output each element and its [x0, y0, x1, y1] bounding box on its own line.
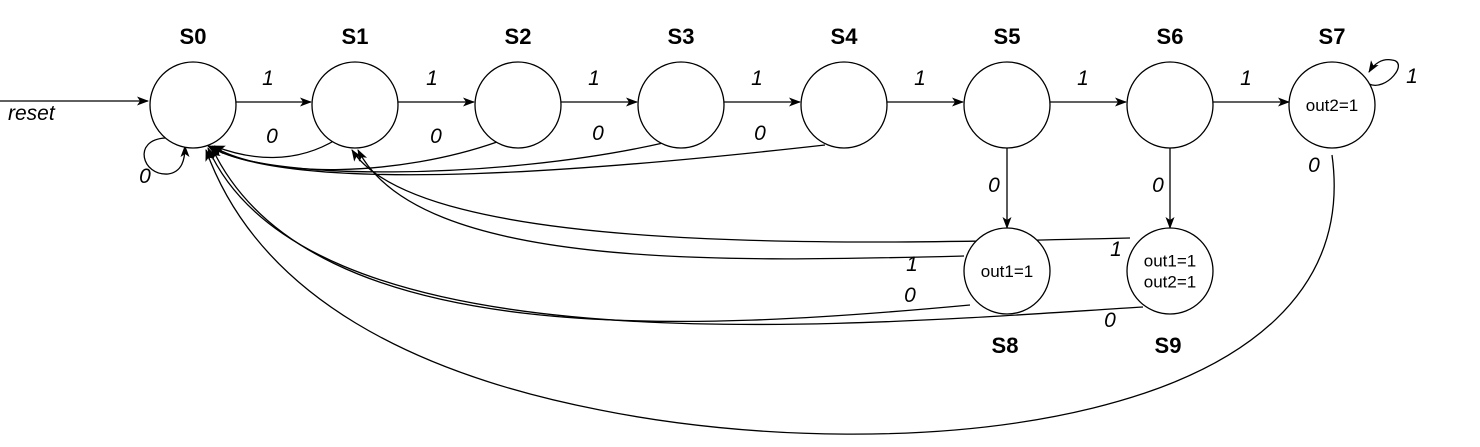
transition-label-s6-to-s7: 1 [1240, 67, 1252, 90]
states-layer [149, 61, 1376, 315]
state-s6 [1126, 61, 1214, 149]
reset-label: reset [8, 102, 56, 125]
state-s7 [1288, 61, 1376, 149]
state-s8 [963, 227, 1051, 315]
transition-label-s9-to-s0: 0 [1104, 309, 1116, 332]
transition-label-s8-to-s0: 0 [904, 284, 916, 307]
state-name-s2: S2 [505, 24, 532, 49]
state-s5 [963, 61, 1051, 149]
state-s0 [149, 61, 237, 149]
transition-s4-to-s0 [207, 144, 826, 176]
state-s9 [1126, 227, 1214, 315]
transition-label-s7-to-s7: 1 [1406, 65, 1418, 88]
state-name-s1: S1 [342, 24, 369, 49]
transition-s8-to-s1 [357, 149, 965, 260]
transition-s1-to-s0 [213, 138, 338, 159]
state-name-s6: S6 [1157, 24, 1184, 49]
transition-label-s1-to-s2: 1 [426, 67, 438, 90]
state-name-s0: S0 [180, 24, 207, 49]
state-name-s3: S3 [668, 24, 695, 49]
transition-label-s2-to-s0: 0 [430, 125, 442, 148]
state-name-s4: S4 [831, 24, 859, 49]
state-s3 [637, 61, 725, 149]
state-output-s9-1: out2=1 [1144, 273, 1196, 292]
transition-label-s9-to-s1: 1 [1110, 238, 1122, 261]
transition-label-s0-to-s0: 0 [139, 165, 151, 188]
transition-label-s0-to-s1: 1 [262, 67, 274, 90]
transition-s2-to-s0 [211, 141, 498, 171]
state-name-s8: S8 [992, 333, 1019, 358]
transition-label-s5-to-s6: 1 [1077, 67, 1089, 90]
transition-s9-to-s0 [207, 147, 1144, 326]
state-output-s8-0: out1=1 [981, 262, 1033, 281]
transition-s8-to-s0 [211, 147, 971, 323]
transition-label-s4-to-s5: 1 [914, 67, 926, 90]
transition-label-s7-to-s0: 0 [1308, 154, 1320, 177]
transition-s0-to-s0 [143, 137, 190, 175]
transition-label-s4-to-s0: 0 [754, 122, 766, 145]
transition-label-s6-to-s9: 0 [1152, 174, 1164, 197]
transition-label-s2-to-s3: 1 [588, 67, 600, 90]
state-output-s7-0: out2=1 [1306, 96, 1358, 115]
transition-label-s8-to-s1: 1 [906, 253, 918, 276]
transition-label-s1-to-s0: 0 [266, 125, 278, 148]
state-s1 [311, 61, 399, 149]
state-name-s5: S5 [994, 24, 1021, 49]
state-name-s9: S9 [1155, 333, 1182, 358]
state-name-s7: S7 [1319, 24, 1346, 49]
transition-label-s3-to-s4: 1 [751, 67, 763, 90]
transition-label-s3-to-s0: 0 [592, 122, 604, 145]
state-output-s9-0: out1=1 [1144, 252, 1196, 271]
transition-s7-to-s0 [205, 149, 1335, 435]
transitions-layer [0, 58, 1399, 435]
state-s2 [474, 61, 562, 149]
state-s4 [800, 61, 888, 149]
transition-s7-to-s7 [1368, 58, 1399, 86]
transition-label-s5-to-s8: 0 [988, 174, 1000, 197]
